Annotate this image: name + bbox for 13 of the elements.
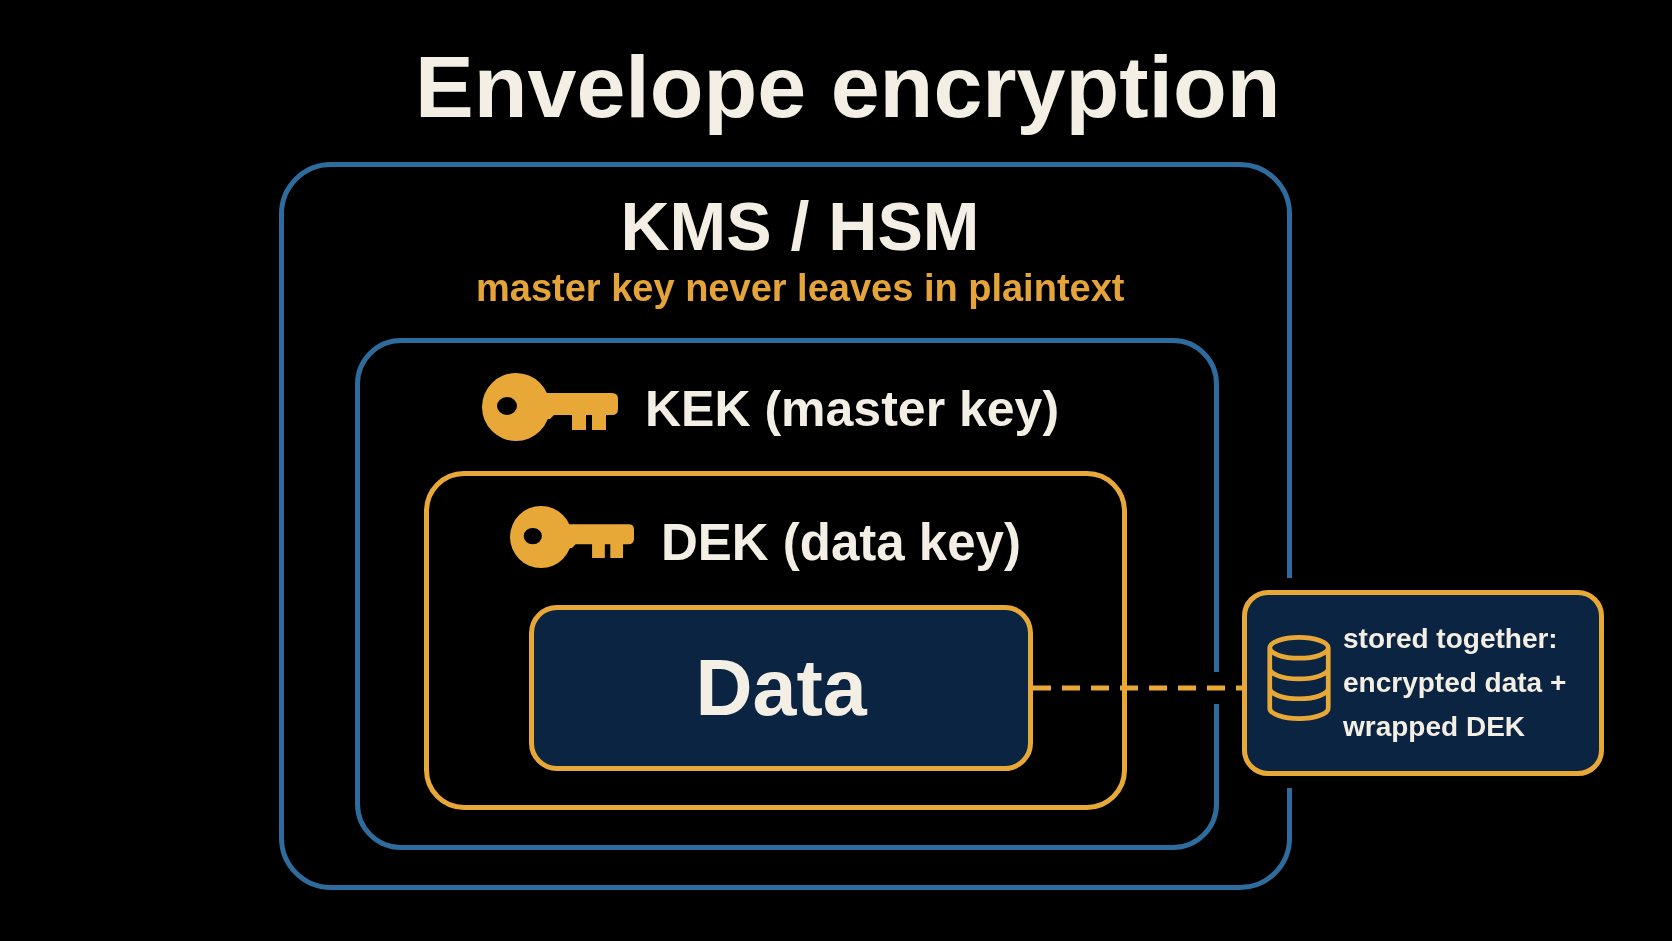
boundary-box [279, 162, 1292, 890]
key-label: KEK (master key) [645, 381, 1060, 439]
data-box [529, 605, 1033, 771]
dashed-connector [1033, 685, 1242, 691]
key-label: DEK (data key) [661, 513, 1021, 573]
data-label: Data [695, 642, 867, 734]
storage-note-box [1242, 590, 1604, 776]
note-text: stored together: encrypted data + wrapped DEK [1343, 622, 1568, 744]
box-subtitle: master key never leaves in plaintext [476, 267, 1125, 311]
key-box [424, 471, 1127, 810]
diagram-title: Envelope encryption [415, 35, 1281, 137]
box-heading: KMS / HSM [620, 187, 980, 266]
key-box [355, 338, 1219, 850]
